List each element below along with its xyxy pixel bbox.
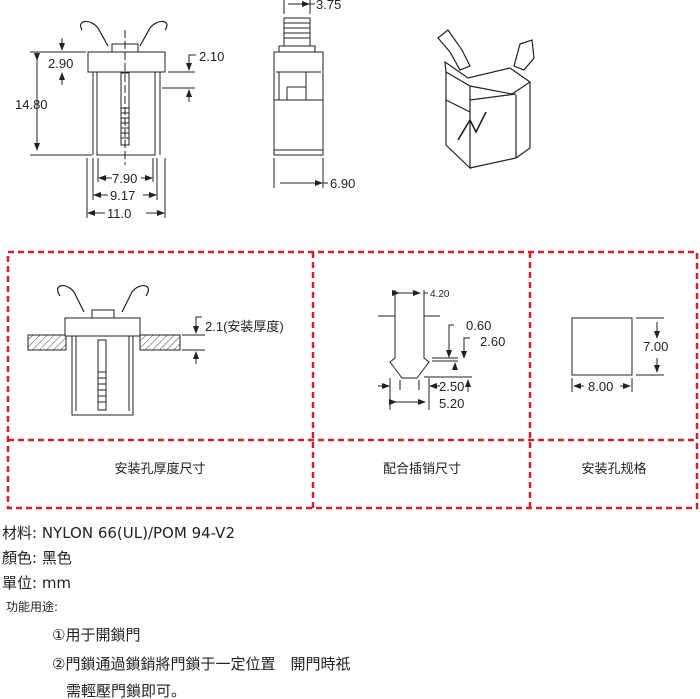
dim-side-width: 6.90	[330, 176, 355, 191]
function-item-2: ②門鎖通過鎖銷將門鎖于一定位置 開門時祇	[52, 655, 351, 673]
dim-hole-width: 8.00	[588, 379, 613, 394]
dim-inner-width: 7.90	[112, 171, 137, 186]
dim-stem-width: 3.75	[316, 0, 341, 12]
mount-hole-drawing	[571, 317, 664, 392]
spec-color: 顏色: 黑色	[2, 549, 72, 567]
dim-panel-thickness: 2.1(安装厚度)	[205, 319, 284, 334]
caption-mount-thickness: 安装孔厚度尺寸	[114, 461, 205, 477]
caption-mating-pin: 配合插销尺寸	[383, 462, 461, 477]
dim-pin-d: 5.20	[439, 396, 464, 411]
technical-drawing: 2.90 14.80 2.10 7.90 9.17 11.0 3.75 6.90…	[6, 0, 699, 510]
dim-pin-width: 4.20	[430, 289, 450, 300]
isometric-view	[437, 29, 535, 170]
function-item-2-cont: 需輕壓門鎖即可。	[66, 682, 187, 699]
dim-pin-c: 2.50	[439, 379, 464, 394]
dim-body-height: 14.80	[15, 97, 48, 112]
dim-pin-b: 2.60	[480, 334, 505, 349]
function-item-1: ①用于開鎖門	[52, 626, 141, 644]
spec-material: 材料: NYLON 66(UL)/POM 94-V2	[2, 524, 235, 542]
side-view	[273, 0, 328, 188]
mount-thickness-drawing	[27, 285, 205, 416]
mating-pin-drawing	[378, 290, 472, 410]
spec-frame	[6, 250, 699, 510]
dim-hole-height: 7.00	[643, 339, 668, 354]
dim-mid-width: 9.17	[110, 188, 135, 203]
spec-function-title: 功能用途:	[6, 600, 59, 614]
dim-outer-width: 11.0	[107, 206, 131, 221]
dim-clip-offset: 2.10	[199, 49, 224, 64]
front-view	[30, 20, 196, 218]
caption-mount-hole: 安装孔规格	[581, 461, 646, 477]
spec-unit: 單位: mm	[2, 574, 72, 592]
dim-pin-a: 0.60	[466, 318, 491, 333]
dim-flange-height: 2.90	[48, 56, 73, 71]
